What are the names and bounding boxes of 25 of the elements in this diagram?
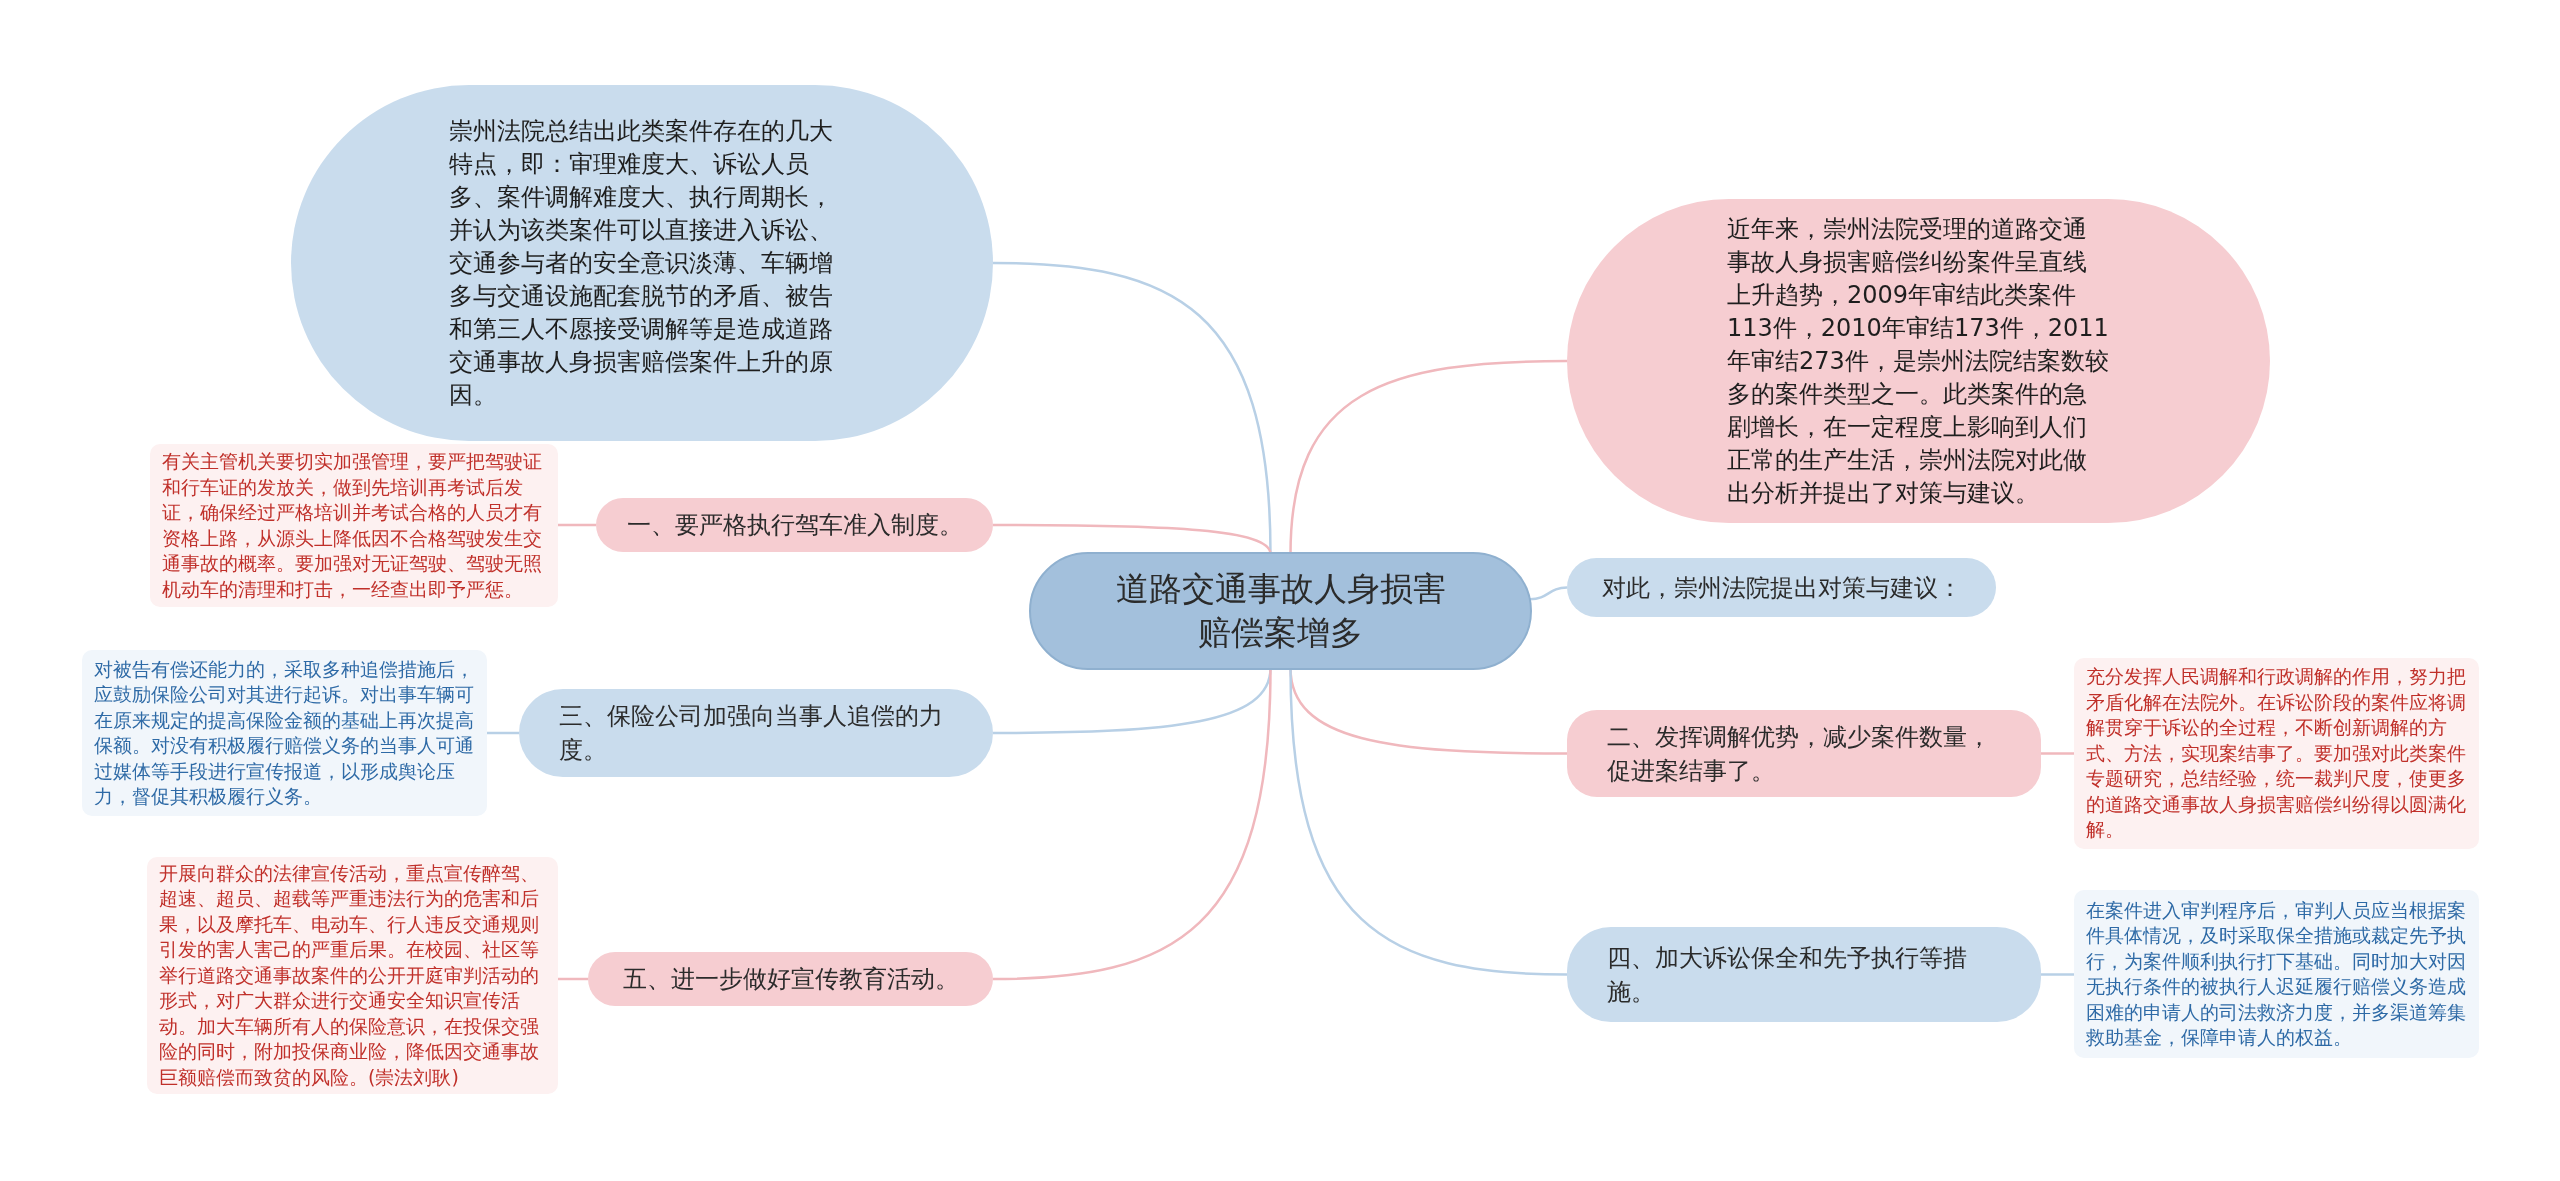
connector-line [1289,359,1567,555]
connector-line [558,977,588,981]
connector-line [2041,973,2074,976]
detail-note: 有关主管机关要切实加强管理，要严把驾驶证和行车证的发放关，做到先培训再考试后发证，确保经过严格培训并考试合格的人员才有资格上路，从源头上降低因不合格驾驶发生交通事故的概率。要加强对无证驾驶、驾驶无照机动车的清理和打击，一经查出即予严惩。 [150,444,558,607]
branch-topic: 四、加大诉讼保全和先予执行等措施。 [1567,927,2041,1022]
detail-note: 对被告有偿还能力的，采取多种追偿措施后，应鼓励保险公司对其进行起诉。对出事车辆可在原来规定的提高保险金额的基础上再次提高保额。对没有积极履行赔偿义务的当事人可通过媒体等手段进行宣传报道，以形成舆论压力，督促其积极履行义务。 [82,650,487,816]
detail-note: 充分发挥人民调解和行政调解的作用，努力把矛盾化解在法院外。在诉讼阶段的案件应将调解贯穿于诉讼的全过程，不断创新调解的方式、方法，实现案结事了。要加强对此类案件专题研究，总结经验，统一裁判尺度，使更多的道路交通事故人身损害赔偿纠纷得以圆满化解。 [2074,658,2479,849]
connector-line [992,261,1272,555]
connector-line [2041,752,2074,755]
connector-line [1289,667,1568,976]
branch-topic: 二、发挥调解优势，减少案件数量，促进案结事了。 [1567,710,2041,797]
topic-bubble: 近年来，崇州法院受理的道路交通事故人身损害赔偿纠纷案件呈直线上升趋势，2009年审结此类案件113件，2010年审结173件，2011年审结273件，是崇州法院结案数较多的案件类型之一。此类案件的急剧增长，在一定程度上影响到人们正常的生产生活，崇州法院对此做出分析并提出了对策与建议。 [1567,199,2270,523]
connector-line [487,731,519,735]
connector-line [558,523,596,527]
topic-bubble: 崇州法院总结出此类案件存在的几大特点，即：审理难度大、诉讼人员多、案件调解难度大、执行周期长，并认为该类案件可以直接进入诉讼、交通参与者的安全意识淡薄、车辆增多与交通设施配套脱节的矛盾、被告和第三人不愿接受调解等是造成道路交通事故人身损害赔偿案件上升的原因。 [291,85,993,441]
connector-line [993,523,1272,555]
branch-topic: 对此，崇州法院提出对策与建议： [1567,558,1996,617]
connector-line [1529,586,1568,601]
branch-topic: 一、要严格执行驾车准入制度。 [596,498,993,552]
connector-line [992,667,1272,981]
central-topic: 道路交通事故人身损害赔偿案增多 [1029,552,1532,670]
detail-note: 开展向群众的法律宣传活动，重点宣传醉驾、超速、超员、超载等严重违法行为的危害和后果，以及摩托车、电动车、行人违反交通规则引发的害人害己的严重后果。在校园、社区等举行道路交通事故案件的公开开庭审判活动的形式，对广大群众进行交通安全知识宣传活动。加大车辆所有人的保险意识，在投保交强险的同时，附加投保商业险，降低因交通事故巨额赔偿而致贫的风险。(崇法刘耿) [147,857,558,1094]
branch-topic: 三、保险公司加强向当事人追偿的力度。 [519,689,993,777]
branch-topic: 五、进一步做好宣传教育活动。 [588,952,993,1006]
detail-note: 在案件进入审判程序后，审判人员应当根据案件具体情况，及时采取保全措施或裁定先予执行，为案件顺利执行打下基础。同时加大对因无执行条件的被执行人迟延履行赔偿义务造成困难的申请人的司法救济力度，并多渠道筹集救助基金，保障申请人的权益。 [2074,890,2479,1058]
